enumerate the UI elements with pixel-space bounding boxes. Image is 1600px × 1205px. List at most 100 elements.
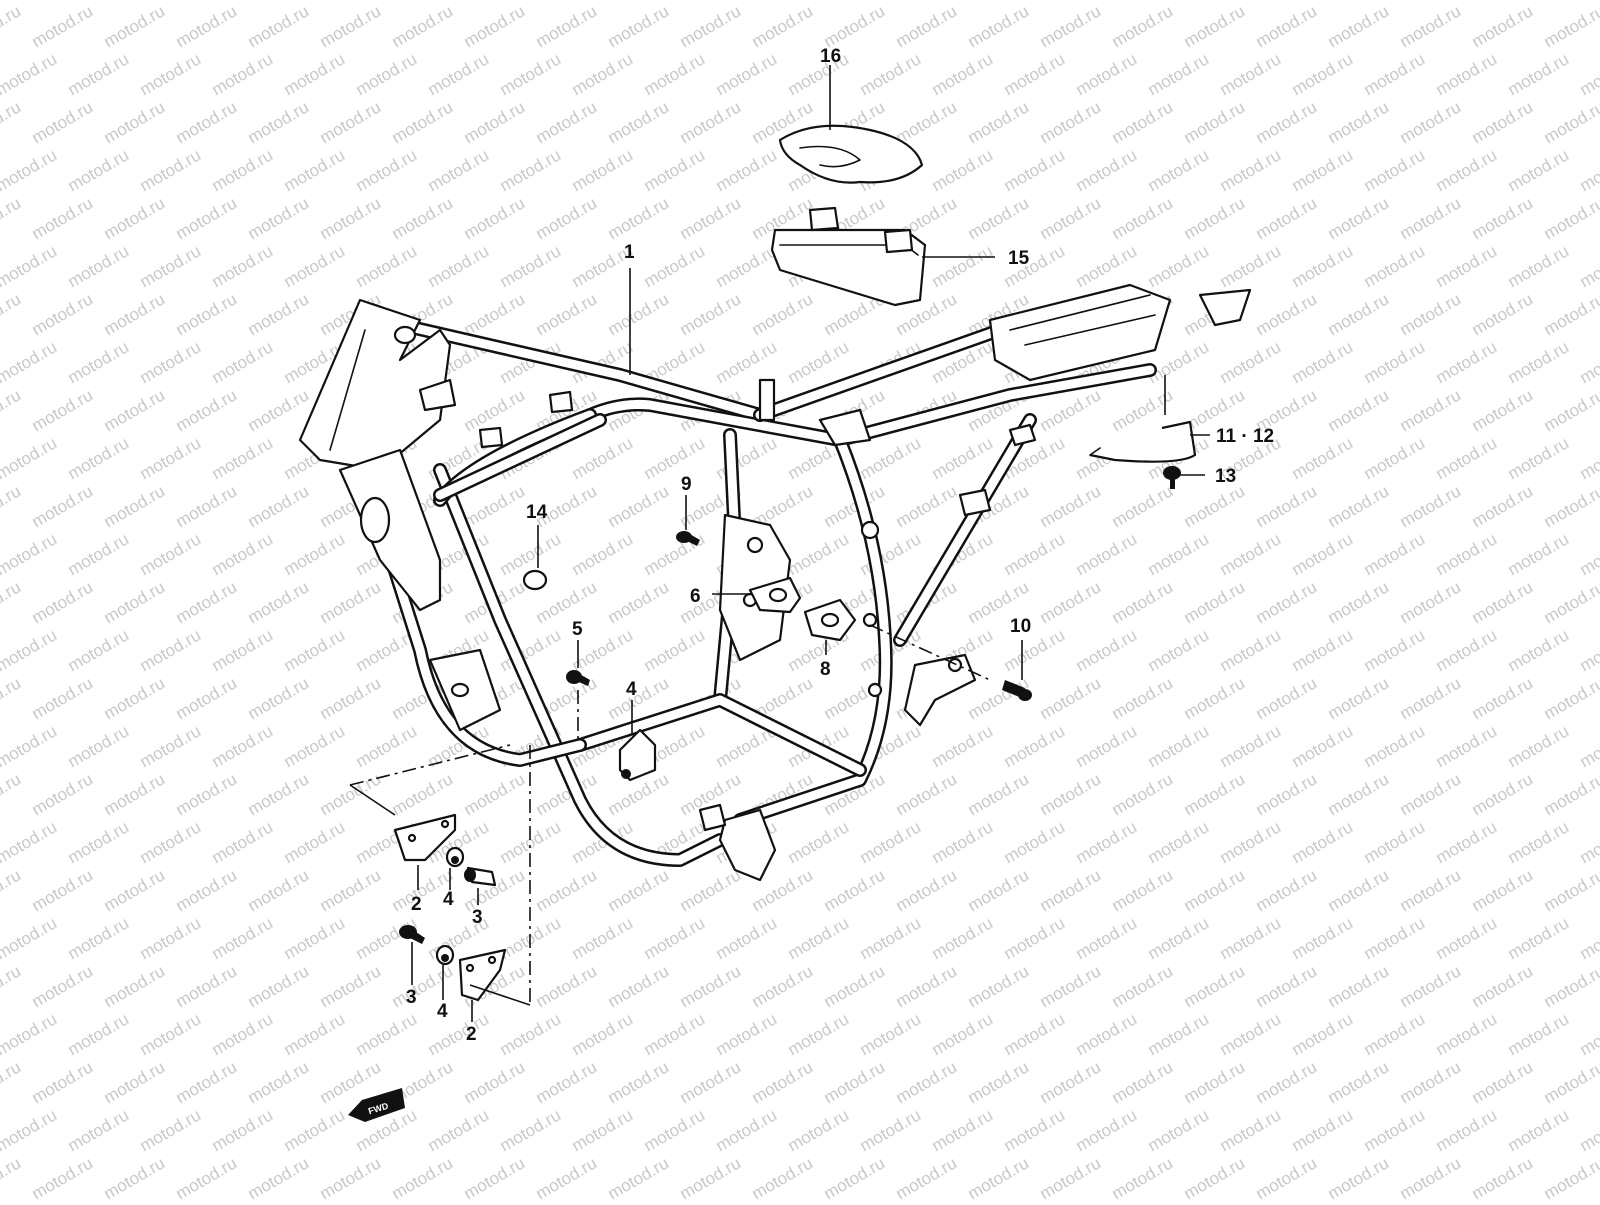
watermark-text: motod.ru — [1109, 865, 1177, 915]
watermark-text: motod.ru — [929, 1105, 997, 1155]
watermark-text: motod.ru — [245, 769, 313, 819]
callout-16: 14 — [526, 502, 548, 523]
watermark-text: motod.ru — [1433, 721, 1501, 771]
watermark-text: motod.ru — [893, 769, 961, 819]
watermark-text: motod.ru — [677, 193, 745, 243]
watermark-text: motod.ru — [425, 145, 493, 195]
watermark-text: motod.ru — [1433, 817, 1501, 867]
watermark-text: motod.ru — [1397, 289, 1465, 339]
watermark-text: motod.ru — [1433, 433, 1501, 483]
watermark-text: motod.ru — [929, 817, 997, 867]
watermark-text: motod.ru — [1361, 817, 1429, 867]
watermark-text: motod.ru — [1325, 961, 1393, 1011]
watermark-text: motod.ru — [29, 865, 97, 915]
watermark-text: motod.ru — [173, 769, 241, 819]
watermark-text: motod.ru — [209, 529, 277, 579]
watermark-text: motod.ru — [821, 1, 889, 51]
watermark-text: motod.ru — [1433, 1009, 1501, 1059]
watermark-text: motod.ru — [1217, 721, 1285, 771]
watermark-text: motod.ru — [137, 241, 205, 291]
watermark-text: motod.ru — [1289, 1105, 1357, 1155]
watermark-text: motod.ru — [65, 337, 133, 387]
watermark-text: motod.ru — [641, 49, 709, 99]
watermark-text: motod.ru — [1289, 913, 1357, 963]
watermark-text: motod.ru — [1397, 961, 1465, 1011]
callout-8: 8 — [820, 659, 831, 680]
watermark-text: motod.ru — [173, 577, 241, 627]
watermark-text: motod.ru — [1253, 673, 1321, 723]
watermark-text: motod.ru — [137, 913, 205, 963]
watermark-text: motod.ru — [1505, 1009, 1573, 1059]
watermark-text: motod.ru — [1073, 721, 1141, 771]
watermark-text: motod.ru — [497, 145, 565, 195]
watermark-text: motod.ru — [533, 289, 601, 339]
watermark-text: motod.ru — [605, 577, 673, 627]
watermark-text: motod.ru — [1397, 1, 1465, 51]
watermark-text: motod.ru — [0, 865, 24, 915]
watermark-text: motod.ru — [245, 385, 313, 435]
watermark-text: motod.ru — [461, 289, 529, 339]
watermark-text: motod.ru — [65, 1009, 133, 1059]
watermark-text: motod.ru — [0, 145, 60, 195]
watermark-text: motod.ru — [1397, 385, 1465, 435]
watermark-text: motod.ru — [281, 1009, 349, 1059]
watermark-text: motod.ru — [1145, 241, 1213, 291]
watermark-text: motod.ru — [1289, 337, 1357, 387]
watermark-text: motod.ru — [893, 1153, 961, 1200]
watermark-text: motod.ru — [569, 1009, 637, 1059]
watermark-text: motod.ru — [1253, 193, 1321, 243]
callout-10: 10 — [1010, 616, 1031, 637]
watermark-text: motod.ru — [713, 1009, 781, 1059]
watermark-text: motod.ru — [1037, 97, 1105, 147]
watermark-text: motod.ru — [533, 97, 601, 147]
watermark-text: motod.ru — [785, 1105, 853, 1155]
watermark-text: motod.ru — [1541, 577, 1600, 627]
part-3-bolt-upper — [464, 868, 495, 885]
watermark-text: motod.ru — [173, 1, 241, 51]
watermark-text: motod.ru — [1541, 961, 1600, 1011]
watermark-text: motod.ru — [1217, 337, 1285, 387]
watermark-text: motod.ru — [461, 481, 529, 531]
watermark-text: motod.ru — [29, 97, 97, 147]
watermark-text: motod.ru — [1289, 0, 1357, 3]
watermark-text: motod.ru — [533, 1, 601, 51]
rear-seat-rail — [990, 285, 1250, 380]
watermark-text: motod.ru — [965, 97, 1033, 147]
watermark-text: motod.ru — [1577, 529, 1600, 579]
watermark-text: motod.ru — [0, 385, 24, 435]
watermark-text: motod.ru — [713, 0, 781, 3]
watermark-text: motod.ru — [1181, 1, 1249, 51]
watermark-text: motod.ru — [65, 529, 133, 579]
watermark-text: motod.ru — [1217, 913, 1285, 963]
watermark-text: motod.ru — [1145, 625, 1213, 675]
watermark-text: motod.ru — [101, 1153, 169, 1200]
watermark-text: motod.ru — [1325, 481, 1393, 531]
watermark-text: motod.ru — [317, 769, 385, 819]
watermark-text: motod.ru — [461, 1153, 529, 1200]
watermark-text: motod.ru — [65, 625, 133, 675]
watermark-text: motod.ru — [1037, 193, 1105, 243]
watermark-text: motod.ru — [173, 193, 241, 243]
watermark-text: motod.ru — [1541, 769, 1600, 819]
watermark-text: motod.ru — [1109, 1153, 1177, 1200]
watermark-text: motod.ru — [29, 1057, 97, 1107]
watermark-text: motod.ru — [857, 1105, 925, 1155]
watermark-text: motod.ru — [1181, 865, 1249, 915]
watermark-text: motod.ru — [677, 97, 745, 147]
watermark-text: motod.ru — [1397, 673, 1465, 723]
watermark-text: motod.ru — [0, 961, 24, 1011]
watermark-text: motod.ru — [1325, 289, 1393, 339]
watermark-text: motod.ru — [29, 673, 97, 723]
watermark-text: motod.ru — [1397, 865, 1465, 915]
watermark-text: motod.ru — [1181, 97, 1249, 147]
watermark-text: motod.ru — [1577, 1105, 1600, 1155]
callout-3-upper: 3 — [472, 907, 483, 928]
watermark-text: motod.ru — [281, 241, 349, 291]
watermark-text: motod.ru — [1289, 433, 1357, 483]
watermark-text: motod.ru — [1505, 721, 1573, 771]
front-gusset-plate — [340, 450, 440, 610]
watermark-text: motod.ru — [245, 577, 313, 627]
watermark-text: motod.ru — [1037, 961, 1105, 1011]
watermark-text: motod.ru — [1361, 337, 1429, 387]
watermark-text: motod.ru — [677, 289, 745, 339]
